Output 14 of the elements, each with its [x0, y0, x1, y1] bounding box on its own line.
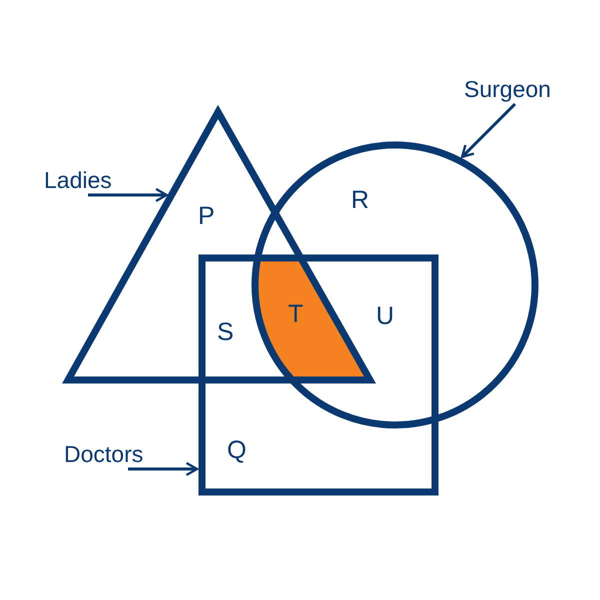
arrow	[128, 462, 198, 476]
set-name: Ladies	[44, 169, 112, 192]
arrow	[461, 102, 516, 158]
region-letter: P	[198, 204, 215, 229]
region-letter: T	[288, 302, 304, 327]
set-name: Surgeon	[464, 78, 551, 101]
set-name: Doctors	[64, 443, 144, 466]
region-letter: U	[376, 304, 394, 329]
square-outline	[198, 254, 438, 496]
region-letter: Q	[227, 438, 246, 463]
region-letter: R	[351, 188, 370, 213]
region-letter: S	[217, 320, 234, 345]
arrow	[88, 188, 168, 202]
circle-outline	[252, 142, 538, 428]
